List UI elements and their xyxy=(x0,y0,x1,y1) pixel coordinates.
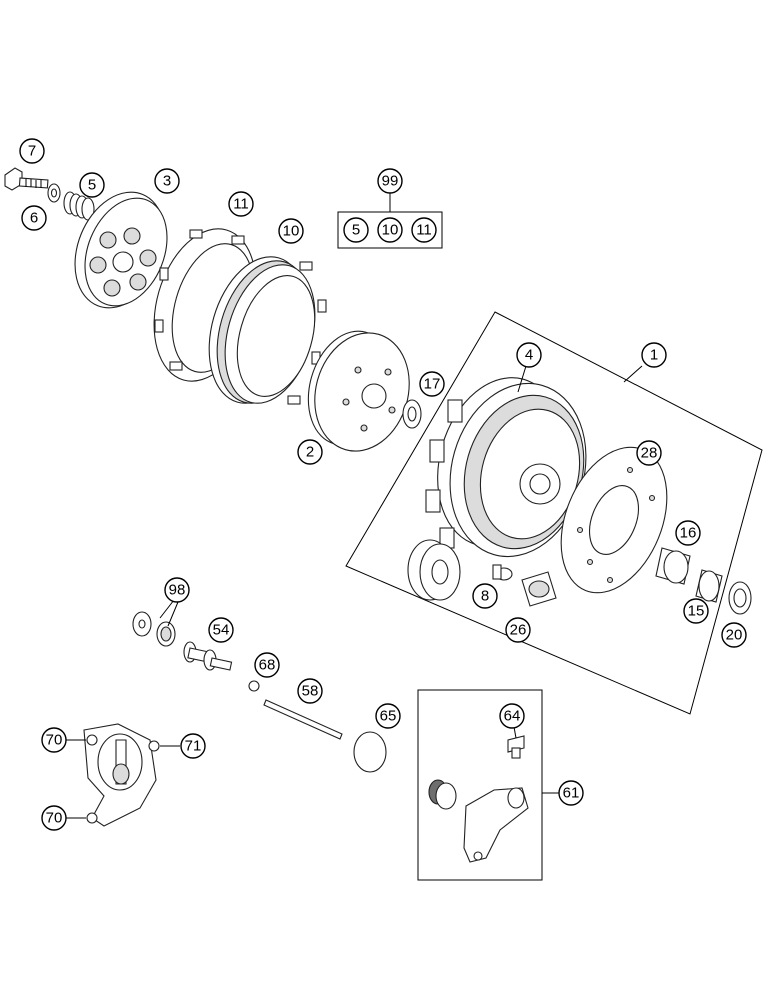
callout-5-label: 5 xyxy=(88,177,96,194)
steel-disc-stack-part xyxy=(208,256,327,405)
kit-callout-5: 5 xyxy=(343,217,369,243)
callout-28: 28 xyxy=(636,440,662,466)
needle-bearing-part xyxy=(695,569,723,603)
callout-64-label: 64 xyxy=(504,708,521,725)
kit-callout-11: 11 xyxy=(411,217,437,243)
bush-part xyxy=(655,547,691,585)
callout-65-label: 65 xyxy=(380,708,397,725)
callout-2: 2 xyxy=(297,439,323,465)
callout-4-label: 4 xyxy=(525,347,533,364)
spring-part xyxy=(63,191,95,221)
release-mechanism-part xyxy=(428,735,529,863)
kit-callout-10: 10 xyxy=(377,217,403,243)
callout-11: 11 xyxy=(228,191,254,217)
callout-8-label: 8 xyxy=(481,588,489,605)
callout-54: 54 xyxy=(208,617,234,643)
callout-26-label: 26 xyxy=(510,622,527,639)
callout-98: 98 xyxy=(164,577,190,603)
callout-2-label: 2 xyxy=(306,444,314,461)
pressure-plate-part xyxy=(74,191,168,309)
leader-64 xyxy=(513,726,517,739)
pressure-piece-part xyxy=(183,641,233,671)
callout-71: 71 xyxy=(180,733,206,759)
callout-15: 15 xyxy=(683,598,709,624)
callout-26: 26 xyxy=(505,617,531,643)
callout-68-label: 68 xyxy=(259,657,276,674)
callout-7: 7 xyxy=(19,138,45,164)
ring-plate-part xyxy=(560,446,668,594)
kit-callout-10-label: 10 xyxy=(382,222,399,239)
leader-98b xyxy=(167,601,179,627)
callout-65: 65 xyxy=(375,703,401,729)
callout-99: 99 xyxy=(377,168,403,194)
callout-64: 64 xyxy=(499,703,525,729)
callout-6-label: 6 xyxy=(30,210,38,227)
callout-70-bottom: 70 xyxy=(41,805,67,831)
clutch-basket-part xyxy=(425,377,587,558)
callout-16: 16 xyxy=(675,520,701,546)
callout-61-label: 61 xyxy=(563,785,580,802)
callout-61: 61 xyxy=(558,780,584,806)
washer-set-part xyxy=(132,611,176,647)
callout-6: 6 xyxy=(21,205,47,231)
kit-callout-5-label: 5 xyxy=(352,222,360,239)
callout-8: 8 xyxy=(472,583,498,609)
callout-28-label: 28 xyxy=(641,445,658,462)
callout-5: 5 xyxy=(79,172,105,198)
clutch-assembly-frame xyxy=(345,311,763,715)
callout-17-label: 17 xyxy=(424,376,441,393)
shim-part xyxy=(728,581,752,615)
o-ring-part xyxy=(353,731,387,773)
inner-hub-part xyxy=(307,330,410,452)
callout-4: 4 xyxy=(516,342,542,368)
callout-10: 10 xyxy=(278,218,304,244)
callout-7-label: 7 xyxy=(28,143,36,160)
leader-1 xyxy=(623,365,643,383)
screw-part xyxy=(492,564,513,581)
callout-58-label: 58 xyxy=(302,683,319,700)
callout-1: 1 xyxy=(641,342,667,368)
callout-15-label: 15 xyxy=(688,603,705,620)
release-cover-part xyxy=(83,723,160,827)
callout-3: 3 xyxy=(154,168,180,194)
callout-3-label: 3 xyxy=(163,173,171,190)
callout-98-label: 98 xyxy=(169,582,186,599)
washer-part xyxy=(47,183,61,203)
callout-71-label: 71 xyxy=(185,738,202,755)
leader-98a xyxy=(159,599,175,619)
callout-70-bottom-label: 70 xyxy=(46,810,63,827)
callout-11-label: 11 xyxy=(233,196,249,213)
push-rod-part xyxy=(263,699,343,740)
callout-58: 58 xyxy=(297,678,323,704)
callout-17: 17 xyxy=(419,371,445,397)
callout-1-label: 1 xyxy=(650,347,658,364)
callout-70-top-label: 70 xyxy=(46,732,63,749)
callout-99-label: 99 xyxy=(382,173,399,190)
bolt-part xyxy=(4,167,49,191)
callout-68: 68 xyxy=(254,652,280,678)
callout-16-label: 16 xyxy=(680,525,697,542)
thrust-washer-part xyxy=(402,399,422,429)
leader-4 xyxy=(517,365,527,393)
release-mechanism-frame xyxy=(417,689,543,881)
spacer-bush-part xyxy=(521,571,557,607)
primary-gear-part xyxy=(407,539,461,601)
callout-20-label: 20 xyxy=(726,627,743,644)
callout-54-label: 54 xyxy=(213,622,230,639)
callout-70-top: 70 xyxy=(41,727,67,753)
kit-callout-11-label: 11 xyxy=(416,222,432,239)
callout-20: 20 xyxy=(721,622,747,648)
ball-part xyxy=(248,680,260,692)
callout-10-label: 10 xyxy=(283,223,300,240)
